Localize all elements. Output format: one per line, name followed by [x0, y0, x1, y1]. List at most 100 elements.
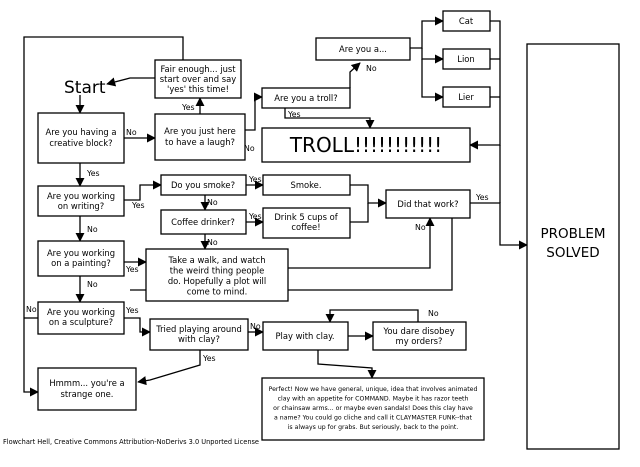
connector-laugh-no [245, 92, 263, 131]
node-smoke-q [160, 174, 247, 196]
node-cat [442, 10, 491, 32]
node-writing [37, 185, 125, 217]
node-text-walk: come to mind. [187, 287, 248, 297]
connector-troll-no [349, 62, 361, 88]
node-text-problem-solved: PROBLEM [540, 226, 605, 242]
node-text-disobey: my orders? [396, 336, 443, 346]
connector-work-yes [470, 202, 528, 250]
node-text-creative-block: creative block? [49, 138, 112, 148]
node-text-are-you-a: Are you a... [339, 44, 387, 54]
connector-sculpture-yes [124, 317, 151, 337]
label-yes: Yes [475, 193, 489, 202]
node-lion [442, 48, 491, 70]
branch-labels: No Yes No No Yes Yes Yes No Yes No Yes N… [26, 64, 489, 363]
node-strange [37, 367, 137, 411]
node-text-fair-enough: Fair enough... just [160, 64, 236, 74]
node-text-perfect: or chainsaw arms... or maybe even sandal… [273, 405, 473, 412]
node-text-just-here: Are you just here [164, 126, 236, 136]
node-text-did-that-work: Did that work? [397, 199, 458, 209]
node-text-smoke: Smoke. [291, 180, 322, 190]
node-text-painting: on a painting? [51, 258, 111, 268]
node-text-strange: strange one. [61, 389, 114, 399]
node-tried-clay [149, 318, 249, 351]
node-smoke [262, 174, 351, 196]
node-drink [262, 207, 351, 239]
node-lier [442, 86, 491, 108]
label-yes: Yes [125, 265, 139, 274]
node-disobey [372, 321, 467, 351]
label-no: No [250, 322, 261, 331]
node-text-fair-enough: 'yes' this time! [167, 84, 229, 94]
connector-fair-to-start [106, 77, 155, 87]
connector-play-perfect [317, 350, 377, 379]
label-yes: Yes [202, 354, 216, 363]
connector-to-cat [410, 16, 444, 49]
node-text-walk: do. Hopefully a plot will [168, 276, 266, 286]
label-yes: Yes [248, 175, 262, 184]
label-no: No [207, 198, 218, 207]
node-text-troll: TROLL!!!!!!!!!!! [289, 133, 442, 157]
connector-to-lier [421, 59, 444, 102]
node-text-drink: Drink 5 cups of [274, 212, 338, 222]
label-no: No [87, 225, 98, 234]
connector-disobey-no [325, 309, 419, 323]
node-troll-q [261, 87, 351, 109]
label-no: No [26, 305, 37, 314]
node-text-tried-clay: Tried playing around [155, 324, 242, 334]
label-no: No [126, 128, 137, 137]
label-yes: Yes [125, 306, 139, 315]
node-text-perfect: clay with an appetite for COMMAND. Maybe… [278, 396, 469, 403]
boxes [37, 10, 620, 450]
node-text-painting: Are you working [47, 248, 115, 258]
connector-writing-yes [124, 180, 162, 201]
start-label: Start [64, 78, 106, 98]
label-yes: Yes [86, 169, 100, 178]
node-text-strange: Hmmm... you're a [49, 378, 124, 388]
node-creative-block [37, 112, 125, 164]
connector-animals-to-troll [469, 20, 501, 150]
connector-to-lion [421, 48, 444, 64]
node-just-here [154, 113, 246, 161]
node-text-disobey: You dare disobey [382, 326, 454, 336]
node-coffee-q [160, 209, 247, 235]
node-text-cat: Cat [459, 16, 474, 26]
node-perfect [261, 377, 485, 441]
node-sculpture [37, 301, 125, 335]
node-text-tried-clay: with clay? [178, 334, 220, 344]
node-text-walk: Take a walk, and watch [167, 255, 265, 265]
node-text-perfect: Perfect! Now we have general, unique, id… [269, 386, 478, 393]
label-no: No [366, 64, 377, 73]
node-problem-solved [526, 43, 620, 450]
connector-tried-yes [137, 350, 201, 386]
label-yes: Yes [287, 110, 301, 119]
node-text-walk: the weird thing people [170, 266, 265, 276]
connector-drink-work [350, 203, 369, 223]
node-text-sculpture: on a sculpture? [49, 317, 113, 327]
label-no: No [244, 144, 255, 153]
node-text-perfect: a name? You could go cliche and call it … [274, 415, 472, 422]
node-are-you-a [315, 37, 411, 61]
label-yes: Yes [131, 201, 145, 210]
node-text-lion: Lion [457, 54, 474, 64]
node-text-writing: Are you working [47, 191, 115, 201]
label-no: No [207, 238, 218, 247]
node-text-sculpture: Are you working [47, 307, 115, 317]
node-text-smoke-q: Do you smoke? [171, 180, 235, 190]
node-play-clay [262, 321, 349, 351]
connector-walk-work [288, 217, 435, 269]
node-text-drink: coffee! [291, 222, 320, 232]
label-yes: Yes [248, 212, 262, 221]
node-text-just-here: to have a laugh? [165, 137, 235, 147]
node-painting [37, 240, 125, 277]
label-yes: Yes [181, 103, 195, 112]
label-no: No [87, 280, 98, 289]
connector-troll-yes [284, 108, 375, 129]
node-text-coffee-q: Coffee drinker? [171, 217, 235, 227]
connector-loop-top [23, 36, 184, 183]
node-text-fair-enough: start over and say [160, 74, 236, 84]
node-text-troll-q: Are you a troll? [274, 93, 337, 103]
node-troll [261, 127, 471, 163]
node-text-creative-block: Are you having a [46, 127, 117, 137]
